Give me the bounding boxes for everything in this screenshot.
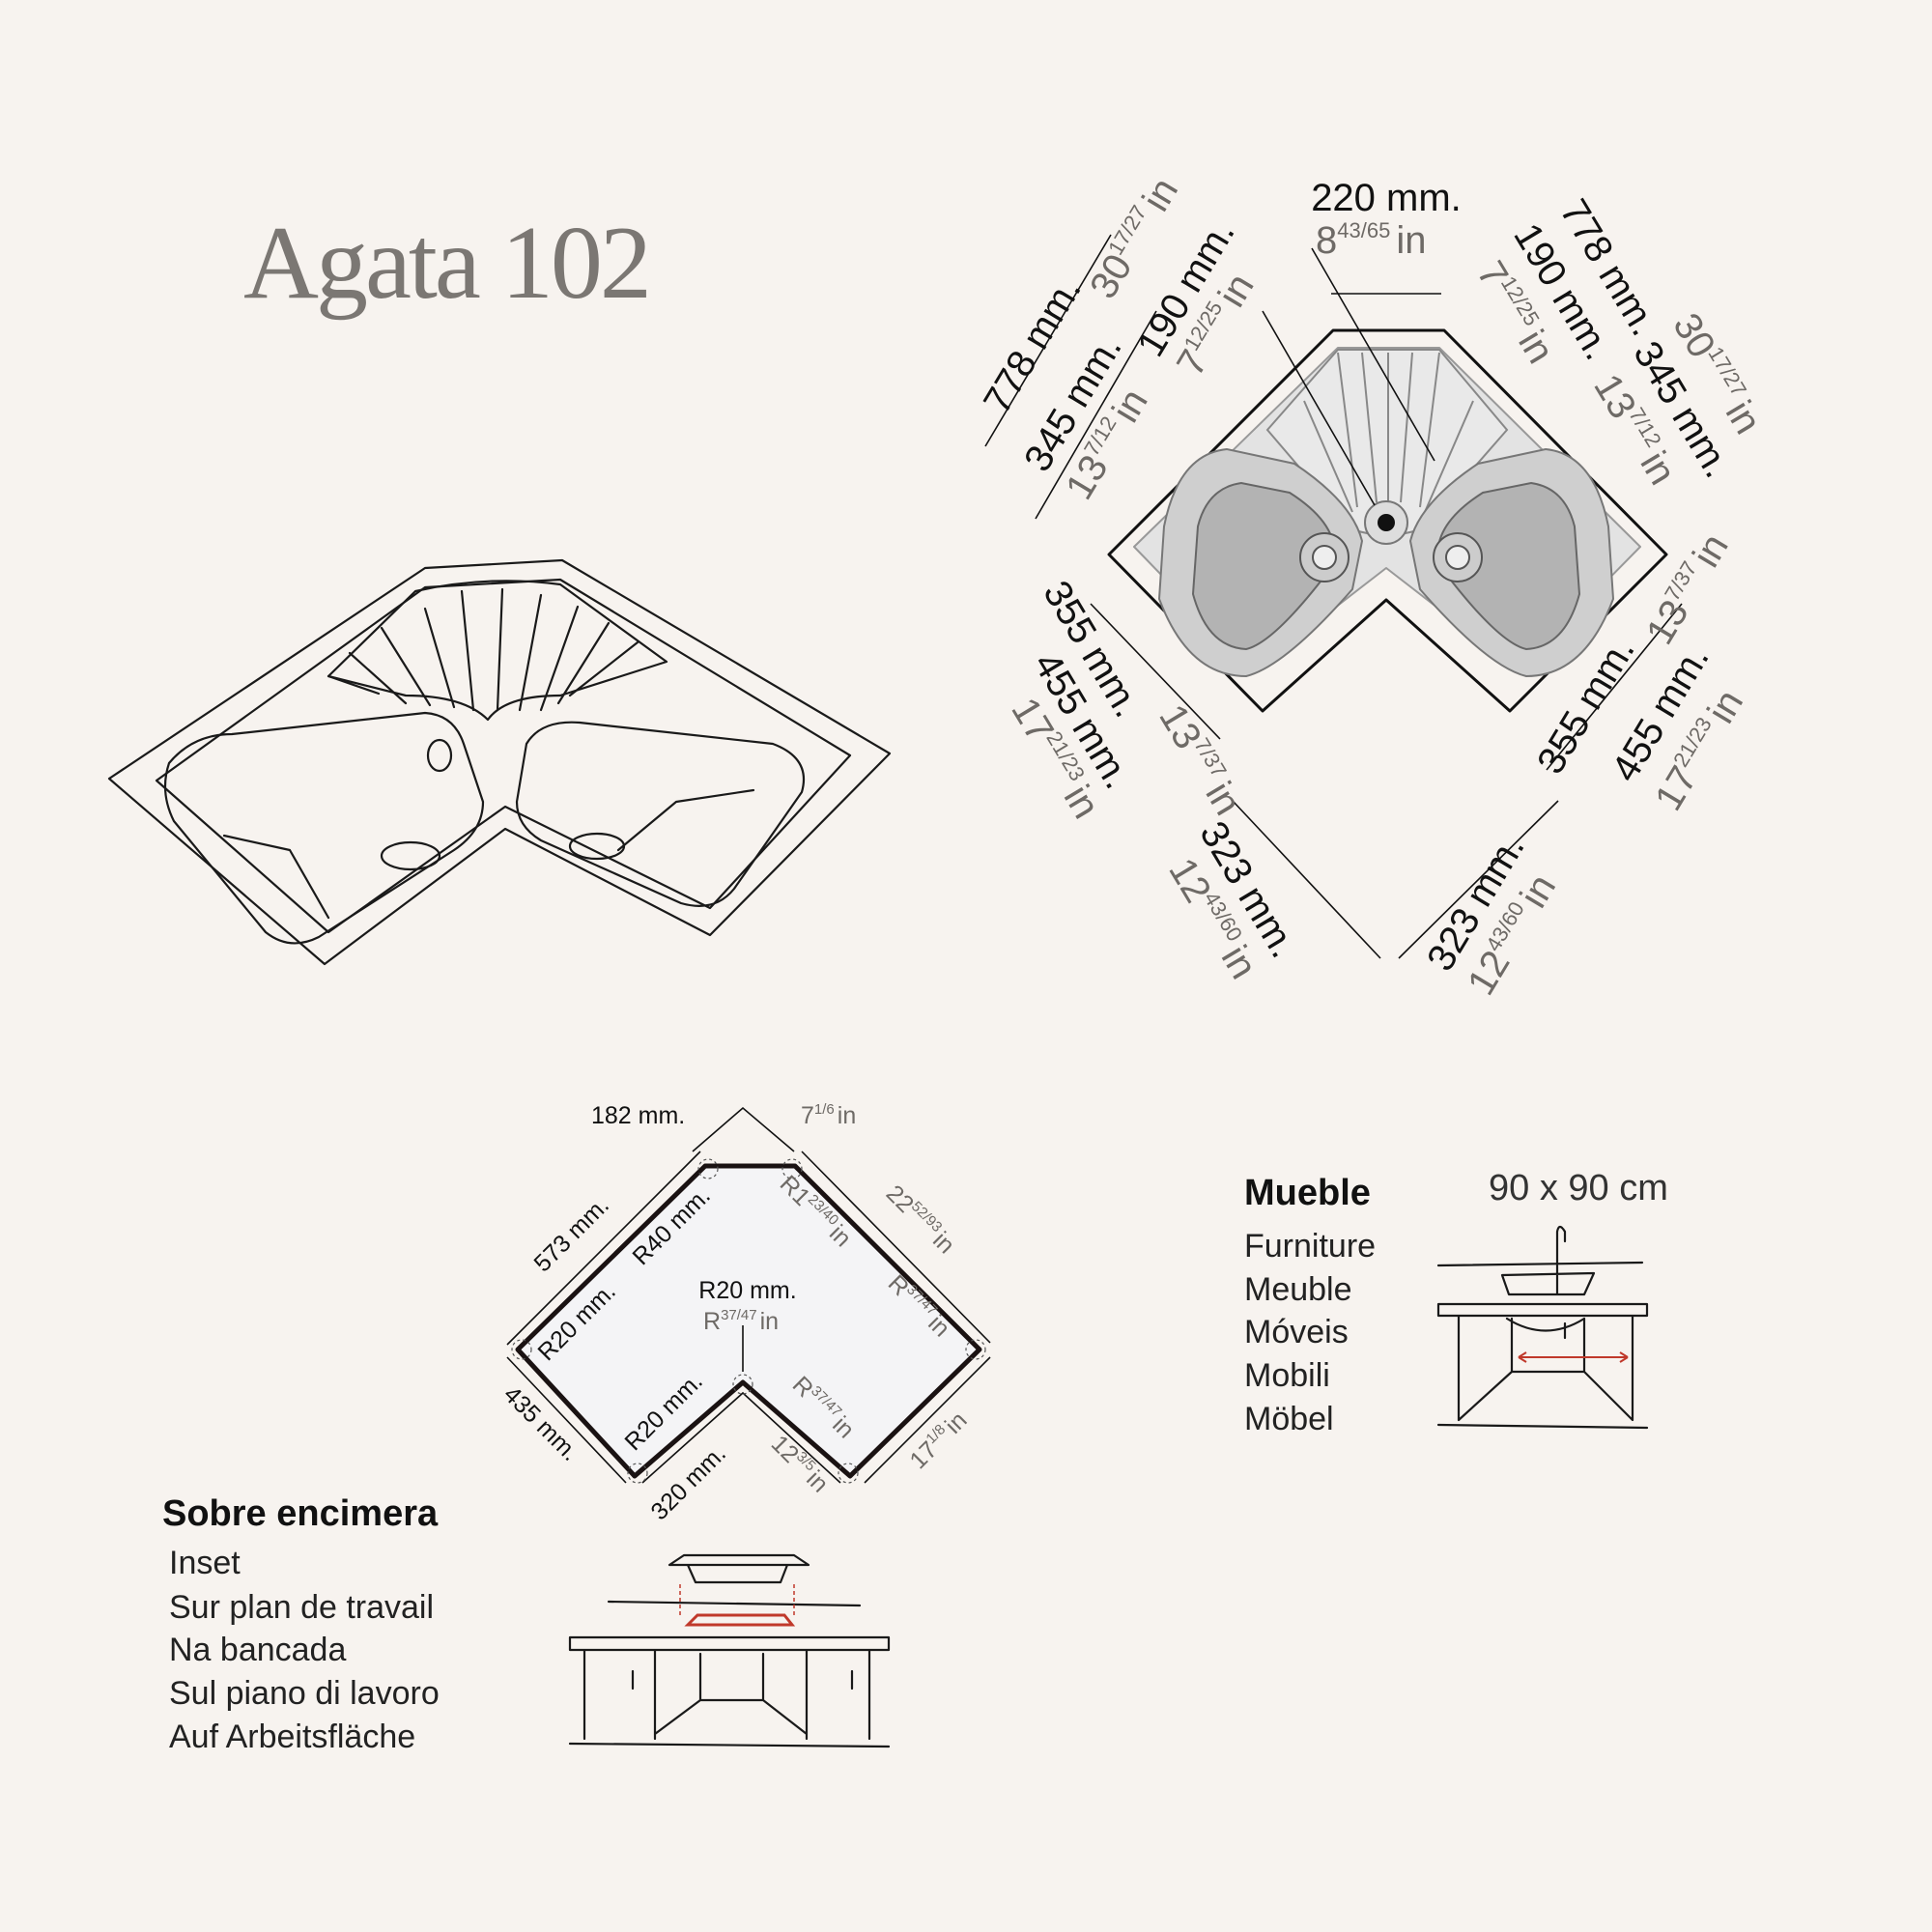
furniture-translation: Furniture — [1244, 1228, 1376, 1264]
furniture-translation: Móveis — [1244, 1314, 1349, 1350]
sink-top-view — [1107, 328, 1668, 713]
top-width-mm: 220 mm. — [1311, 177, 1462, 219]
installation-translation: Na bancada — [169, 1632, 346, 1668]
furniture-heading: Mueble — [1244, 1173, 1371, 1213]
installation-translation: Inset — [169, 1545, 241, 1581]
cabinet-sketch-icon — [1436, 1225, 1649, 1430]
inset-install-sketch-icon — [568, 1553, 891, 1748]
furniture-translation: Mobili — [1244, 1357, 1330, 1394]
cutout-template — [506, 1106, 991, 1484]
installation-translation: Sur plan de travail — [169, 1589, 434, 1626]
product-title: Agata 102 — [243, 206, 649, 321]
installation-translation: Auf Arbeitsfläche — [169, 1719, 415, 1755]
cutout-center-mm: R20 mm. — [698, 1277, 796, 1304]
furniture-translation: Meuble — [1244, 1271, 1352, 1308]
width-arrow-icon — [1518, 1351, 1629, 1363]
furniture-size: 90 x 90 cm — [1489, 1168, 1668, 1208]
installation-heading: Sobre encimera — [162, 1493, 439, 1534]
sink-perspective-sketch — [107, 558, 892, 966]
cutout-top-mm: 182 mm. — [591, 1102, 685, 1129]
installation-translation: Sul piano di lavoro — [169, 1675, 440, 1712]
dimension-lines — [984, 234, 1683, 959]
furniture-translation: Möbel — [1244, 1401, 1334, 1437]
